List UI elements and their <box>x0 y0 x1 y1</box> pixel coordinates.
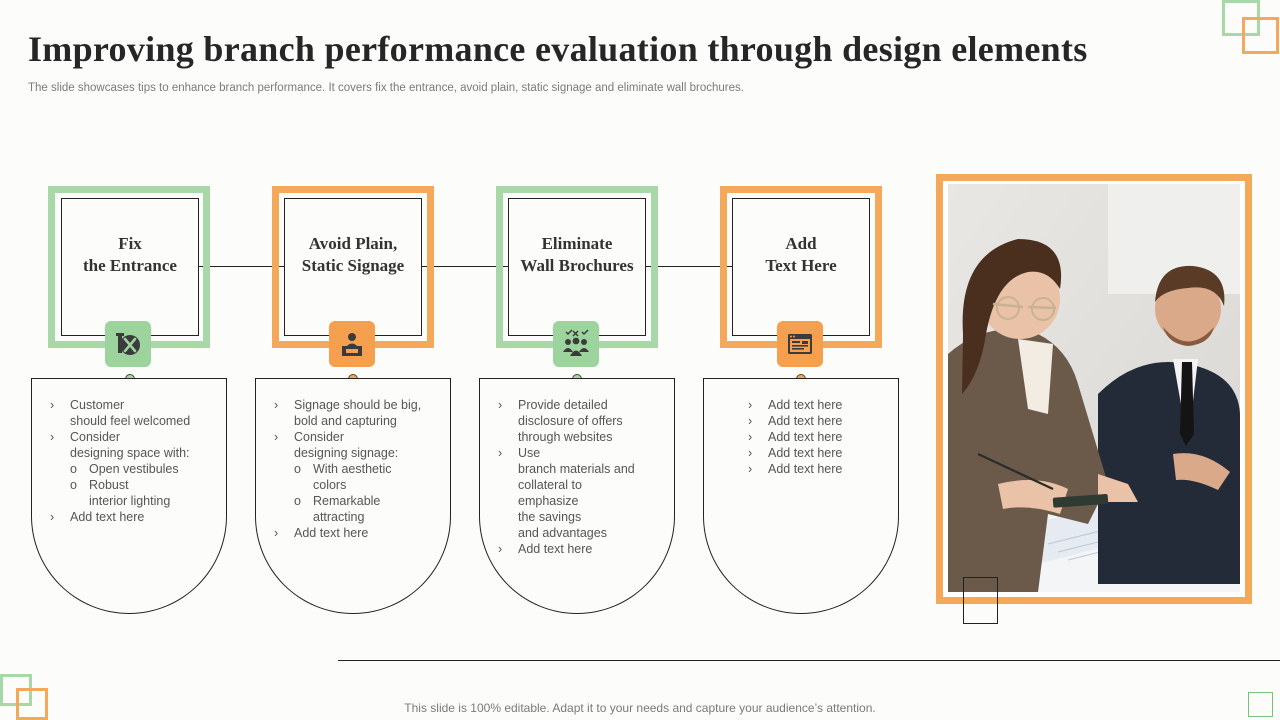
list-item: Add text here <box>748 397 898 413</box>
business-meeting-photo <box>948 184 1240 592</box>
list-item: Add text here <box>50 509 230 525</box>
footer-note: This slide is 100% editable. Adapt it to… <box>404 701 876 715</box>
list-item: Add text here <box>274 525 454 541</box>
decorative-square <box>963 577 998 624</box>
step-list-2: Signage should be big, bold and capturin… <box>274 397 454 541</box>
list-item: Add text here <box>748 413 898 429</box>
step-badge-4 <box>777 321 823 367</box>
step-card-top-2 <box>255 378 451 380</box>
step-card-top-3 <box>479 378 675 380</box>
presenter-icon <box>342 333 362 356</box>
list-subitem: With aesthetic colors <box>274 461 454 493</box>
connector-line-1 <box>198 266 284 268</box>
corner-decoration-orange-top <box>1242 17 1279 54</box>
list-item: Provide detailed disclosure of offers th… <box>498 397 678 445</box>
step-heading-box-1: Fix the Entrance <box>61 198 199 336</box>
team-feedback-icon <box>563 329 589 356</box>
step-list-1: Customer should feel welcomed Consider d… <box>50 397 230 525</box>
step-heading-box-4: Add Text Here <box>732 198 870 336</box>
step-card-top-1 <box>31 378 227 380</box>
step-heading-2: Avoid Plain, Static Signage <box>301 234 405 275</box>
list-item: Add text here <box>748 429 898 445</box>
list-subitem: Robust interior lighting <box>50 477 230 509</box>
connector-line-2 <box>422 266 508 268</box>
step-heading-3: Eliminate Wall Brochures <box>520 234 634 275</box>
step-badge-3 <box>553 321 599 367</box>
step-heading-1: Fix the Entrance <box>83 234 177 275</box>
step-list-3: Provide detailed disclosure of offers th… <box>498 397 678 557</box>
list-item: Use branch materials and collateral to e… <box>498 445 678 541</box>
list-item: Customer should feel welcomed <box>50 397 230 429</box>
connector-line-3 <box>646 266 732 268</box>
browser-window-icon <box>788 334 812 354</box>
step-heading-4: Add Text Here <box>765 234 837 275</box>
step-heading-box-3: Eliminate Wall Brochures <box>508 198 646 336</box>
page-title: Improving branch performance evaluation … <box>28 29 1088 69</box>
corner-decoration-orange-bottom <box>16 688 48 720</box>
page-subtitle: The slide showcases tips to enhance bran… <box>28 82 744 94</box>
tools-icon <box>116 333 140 355</box>
list-subitem: Open vestibules <box>50 461 230 477</box>
step-card-top-4 <box>703 378 899 380</box>
step-list-4: Add text here Add text here Add text her… <box>748 397 898 477</box>
list-item: Consider designing signage: <box>274 429 454 461</box>
step-badge-1 <box>105 321 151 367</box>
list-item: Consider designing space with: <box>50 429 230 461</box>
list-item: Signage should be big, bold and capturin… <box>274 397 454 429</box>
list-item: Add text here <box>498 541 678 557</box>
list-item: Add text here <box>748 461 898 477</box>
step-heading-box-2: Avoid Plain, Static Signage <box>284 198 422 336</box>
footer-divider <box>338 660 1280 662</box>
corner-decoration-green-small <box>1248 692 1273 717</box>
list-subitem: Remarkable attracting <box>274 493 454 525</box>
step-badge-2 <box>329 321 375 367</box>
list-item: Add text here <box>748 445 898 461</box>
